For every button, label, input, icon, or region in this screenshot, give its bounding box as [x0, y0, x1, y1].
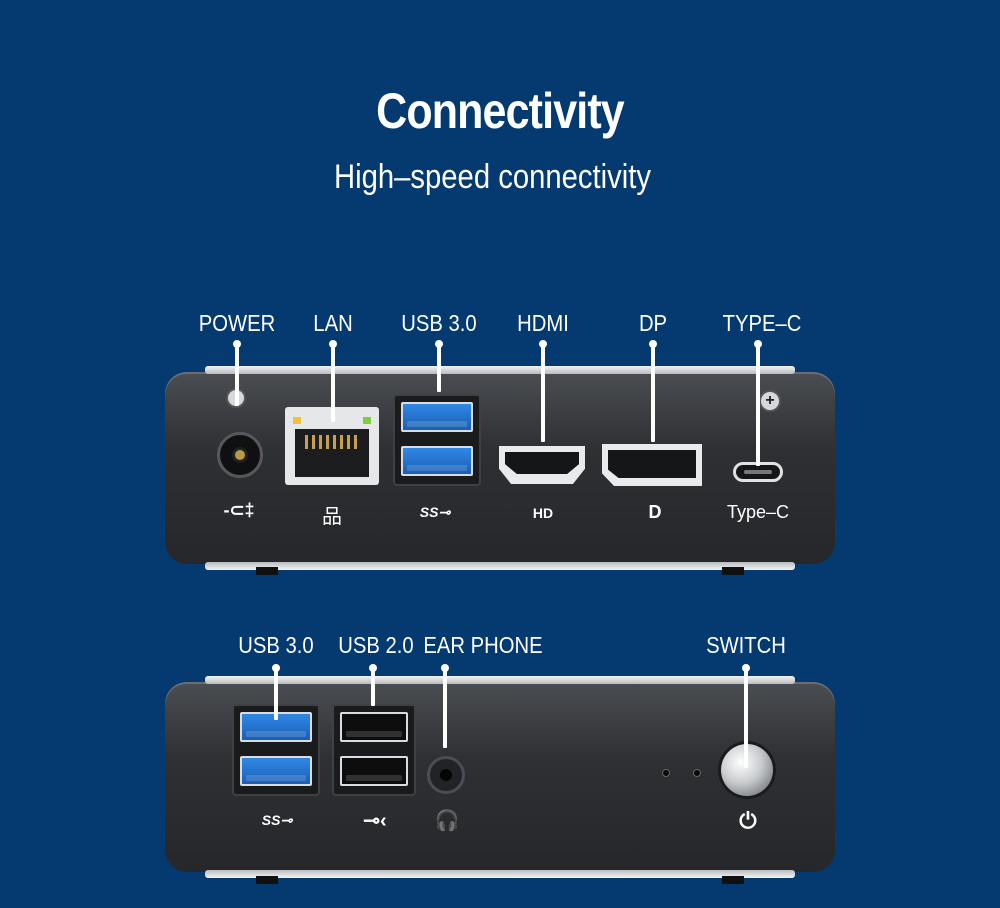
callout-lan: LAN — [313, 310, 353, 336]
displayport-port[interactable] — [602, 444, 702, 486]
hdmi-port[interactable] — [499, 446, 585, 484]
leader-line — [272, 664, 280, 720]
screw-icon: + — [761, 392, 779, 410]
rear-panel: + -⊂‡ 品 SS⊸ HD D Type–C — [165, 366, 835, 570]
usb-icon: ⊸‹ — [363, 810, 387, 832]
callout-usb3: USB 3.0 — [401, 310, 477, 336]
rear-foot — [256, 567, 278, 575]
leader-line — [435, 340, 443, 392]
callout-switch: SWITCH — [706, 632, 786, 658]
type-c-label: Type–C — [726, 502, 790, 522]
leader-line — [233, 340, 241, 406]
headphone-icon: 🎧 — [434, 810, 460, 832]
leader-line — [754, 340, 762, 466]
leader-line — [742, 664, 750, 768]
usb3-port[interactable] — [401, 402, 473, 432]
front-foot — [256, 876, 278, 884]
usb-ss-icon: SS⊸ — [419, 504, 451, 520]
status-led — [693, 769, 701, 777]
callout-type-c: TYPE–C — [722, 310, 802, 336]
rear-foot — [722, 567, 744, 575]
callout-hdmi: HDMI — [517, 310, 569, 336]
front-panel: SS⊸ ⊸‹ 🎧 ⏻ — [165, 676, 835, 878]
power-icon: ⏻ — [739, 808, 757, 833]
power-jack[interactable] — [217, 432, 263, 478]
displayport-icon: D — [648, 502, 662, 522]
callout-usb2: USB 2.0 — [338, 632, 414, 658]
front-foot — [722, 876, 744, 884]
network-icon: 品 — [322, 506, 342, 528]
usb3-port[interactable] — [401, 446, 473, 476]
callout-power: POWER — [198, 310, 276, 336]
leader-line — [369, 664, 377, 706]
usb-ss-icon: SS⊸ — [261, 812, 293, 828]
callout-usb3-front: USB 3.0 — [238, 632, 314, 658]
usb2-port[interactable] — [340, 756, 408, 786]
power-plug-icon: -⊂‡ — [223, 500, 255, 520]
usb2-ports[interactable] — [332, 704, 416, 796]
lan-port[interactable] — [285, 407, 379, 485]
leader-line — [441, 664, 449, 748]
leader-line — [649, 340, 657, 442]
earphone-jack[interactable] — [427, 756, 465, 794]
status-led — [662, 769, 670, 777]
page-subtitle: High–speed connectivity — [334, 158, 651, 196]
callout-earphone: EAR PHONE — [423, 632, 543, 658]
leader-line — [329, 340, 337, 422]
usb3-rear-ports[interactable] — [393, 394, 481, 486]
page-title: Connectivity — [376, 83, 625, 139]
usb2-port[interactable] — [340, 712, 408, 742]
usb3-port[interactable] — [240, 756, 312, 786]
hdmi-icon: HD — [532, 505, 554, 521]
callout-dp: DP — [638, 310, 668, 336]
leader-line — [539, 340, 547, 442]
